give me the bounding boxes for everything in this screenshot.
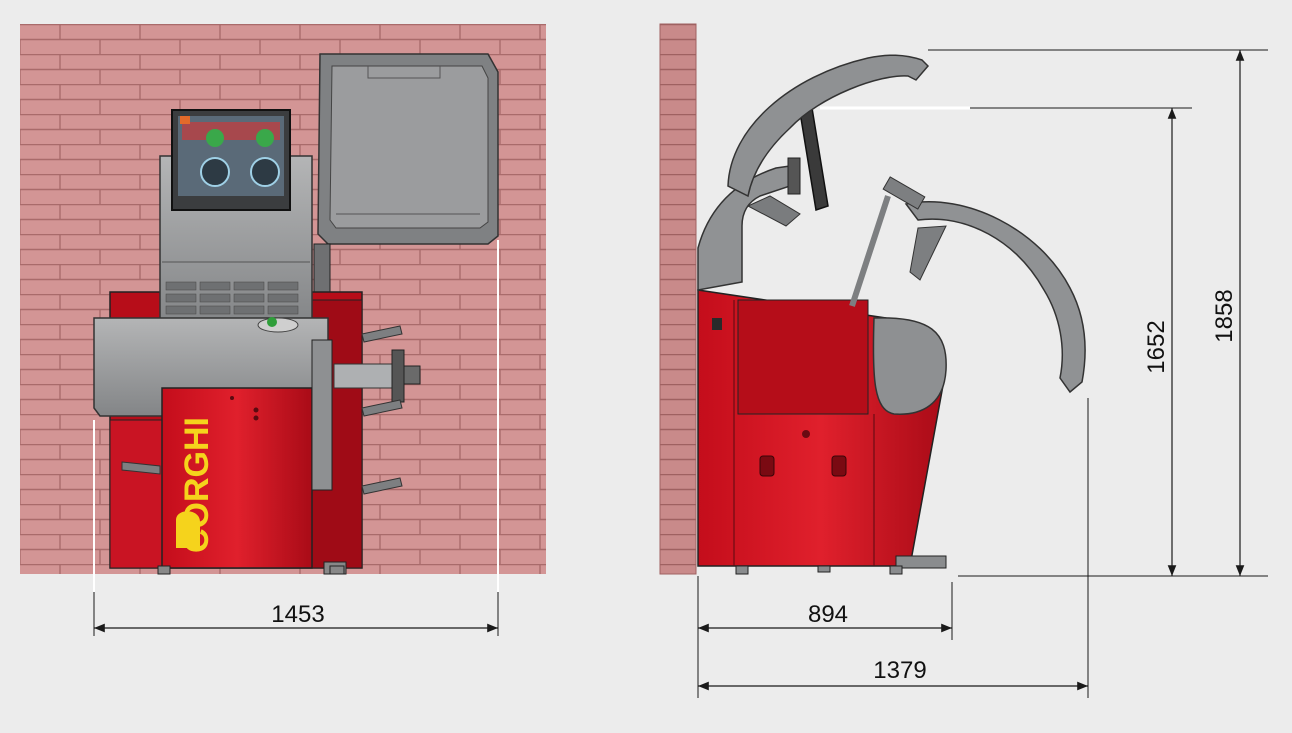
- balancer-shaft: [311, 339, 421, 491]
- front-view: CORGHI 1453: [20, 24, 546, 636]
- depth-open-dimension-label: 1379: [873, 657, 926, 684]
- side-view: 1652 1858 894 1379: [659, 23, 1268, 698]
- wheel-guard-front: [317, 53, 499, 245]
- cone-holders: [121, 325, 403, 495]
- monitor: [171, 109, 291, 211]
- height-open-dimension-label: 1858: [1211, 289, 1238, 342]
- brand-mark-icon: [176, 511, 200, 548]
- wheel-guard-open: [849, 176, 1086, 394]
- upright-column: [697, 165, 791, 291]
- cabinet-side: [697, 289, 947, 567]
- height-dimension-label: 1652: [1143, 320, 1170, 373]
- side-wall: [659, 23, 697, 575]
- wheel-guard-raised: [727, 54, 930, 198]
- width-dimension-label: 1453: [271, 601, 324, 628]
- depth-dimension-label: 894: [808, 601, 848, 628]
